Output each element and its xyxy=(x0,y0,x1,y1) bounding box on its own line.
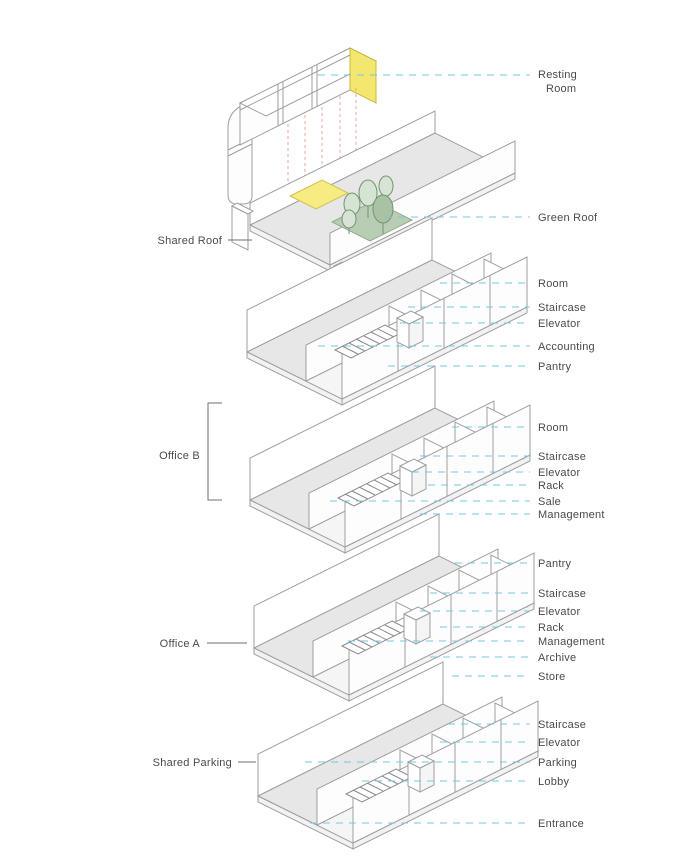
label-pantry-f3: Pantry xyxy=(538,361,572,373)
label-entrance: Entrance xyxy=(538,818,584,830)
elevator-top xyxy=(400,459,426,472)
label-management-f2: Management xyxy=(538,509,605,521)
label-room-f3: Room xyxy=(538,278,568,290)
label-parking-g: Parking xyxy=(538,757,577,769)
label-pantry-f1: Pantry xyxy=(538,558,572,570)
elevator-icon xyxy=(404,607,430,644)
tube-frame-line xyxy=(240,55,350,110)
label-shared-roof: Shared Roof xyxy=(157,235,222,247)
label-staircase-f2: Staircase xyxy=(538,451,586,463)
elevator-top xyxy=(408,755,434,768)
label-office-b: Office B xyxy=(159,450,200,462)
roof-left-parapet-top xyxy=(232,203,253,214)
elevator-top xyxy=(404,607,430,620)
label-sale-f2: Sale xyxy=(538,496,561,508)
label-store-f1: Store xyxy=(538,671,566,683)
floor-ground xyxy=(258,662,538,849)
label-accounting-f3: Accounting xyxy=(538,341,595,353)
elevator-icon xyxy=(408,755,434,792)
label-elevator-g: Elevator xyxy=(538,737,580,749)
label-resting-room-line1: Resting xyxy=(538,69,577,81)
bracket-office-b xyxy=(208,403,222,500)
floor-office-b xyxy=(250,366,530,553)
label-staircase-f1: Staircase xyxy=(538,588,586,600)
label-staircase-f3: Staircase xyxy=(538,302,586,314)
label-lobby-g: Lobby xyxy=(538,776,569,788)
label-elevator-f2: Elevator xyxy=(538,467,580,479)
floor-top xyxy=(247,218,527,405)
label-staircase-g: Staircase xyxy=(538,719,586,731)
front-wall xyxy=(349,553,534,695)
elevator-icon xyxy=(397,311,423,348)
staircase-icon xyxy=(342,621,408,654)
tree-canopy xyxy=(373,195,393,223)
elevator-top xyxy=(397,311,423,324)
roof-skylight-patch xyxy=(290,180,348,209)
label-room-f2: Room xyxy=(538,422,568,434)
tree-icon xyxy=(373,195,393,234)
zone-pointers xyxy=(207,240,256,762)
tree-canopy xyxy=(359,180,377,206)
tree-icon xyxy=(342,210,356,234)
label-elevator-f1: Elevator xyxy=(538,606,580,618)
green-roof-trees xyxy=(342,176,393,234)
label-elevator-f3: Elevator xyxy=(538,318,580,330)
tree-canopy xyxy=(342,210,356,228)
label-green-roof: Green Roof xyxy=(538,212,598,224)
label-resting-room-line2: Room xyxy=(546,83,576,95)
label-shared-parking: Shared Parking xyxy=(153,757,232,769)
front-wall xyxy=(342,257,527,399)
leader-lines xyxy=(305,75,530,823)
front-wall xyxy=(345,405,530,547)
label-management-f1: Management xyxy=(538,636,605,648)
left-labels: Shared Roof Office B Office A Shared Par… xyxy=(153,235,232,769)
label-office-a: Office A xyxy=(160,638,201,650)
label-rack-f1: Rack xyxy=(538,622,564,634)
front-wall xyxy=(353,701,538,843)
label-archive-f1: Archive xyxy=(538,652,576,664)
tree-icon xyxy=(359,180,377,218)
tree-canopy xyxy=(379,176,393,196)
right-labels: Resting Room Green Roof Room Staircase E… xyxy=(538,69,605,830)
floor-office-a xyxy=(254,514,534,701)
label-rack-f2: Rack xyxy=(538,480,564,492)
elevator-icon xyxy=(400,459,426,496)
leg-shelf-line xyxy=(228,144,252,156)
